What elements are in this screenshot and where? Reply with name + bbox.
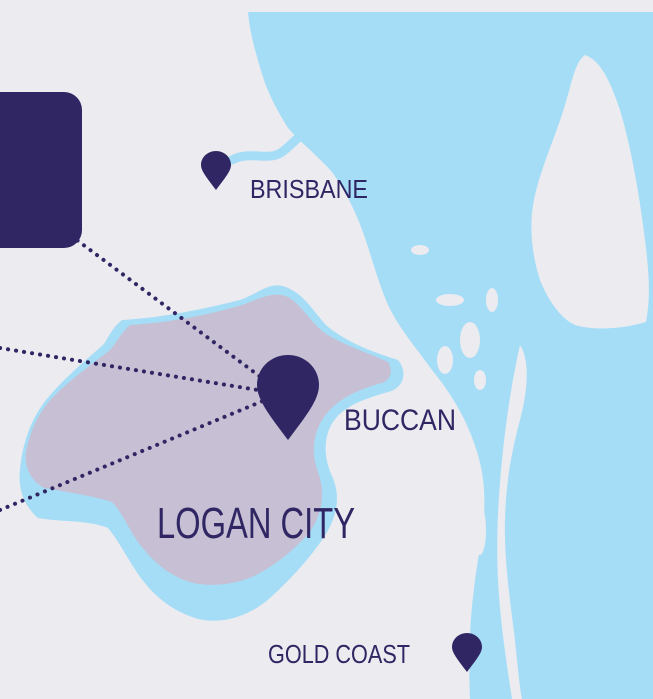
brisbane-label: BRISBANE <box>250 174 368 204</box>
connector-lines <box>0 224 272 512</box>
connector-bottom-line <box>0 396 272 512</box>
gold-coast-label: GOLD COAST <box>268 639 410 669</box>
logan-city-label: LOGAN CITY <box>157 499 355 548</box>
connector-card-line <box>56 224 272 386</box>
bay-islands <box>411 245 498 555</box>
brisbane-river <box>227 127 365 165</box>
gold-coast-pin-icon[interactable] <box>452 633 482 672</box>
logan-pin-icon[interactable] <box>257 355 319 440</box>
brisbane-pin-icon[interactable] <box>201 151 231 190</box>
buccan-label: BUCCAN <box>344 404 456 437</box>
stradbroke-island-land <box>497 345 527 699</box>
info-card <box>0 92 82 248</box>
connector-left-line <box>0 346 272 394</box>
moreton-island-land <box>531 55 649 329</box>
